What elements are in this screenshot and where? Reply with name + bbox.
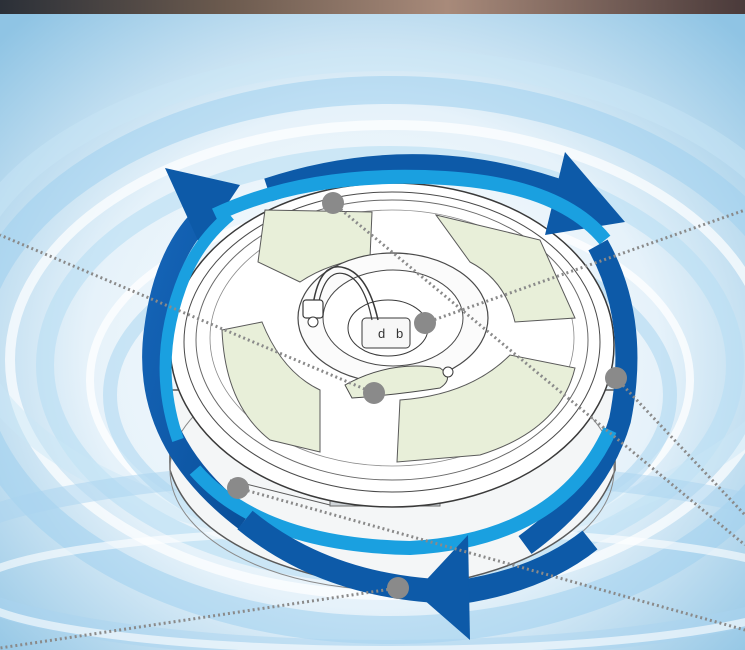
callout-dot-1[interactable] — [322, 192, 344, 214]
callout-dot-4[interactable] — [605, 367, 627, 389]
callout-dot-5[interactable] — [227, 477, 249, 499]
svg-text:b: b — [396, 326, 403, 341]
svg-text:d: d — [378, 326, 385, 341]
top-photo-strip — [0, 0, 745, 14]
callout-dot-2[interactable] — [414, 312, 436, 334]
callout-dot-3[interactable] — [363, 382, 385, 404]
callout-dot-6[interactable] — [387, 577, 409, 599]
